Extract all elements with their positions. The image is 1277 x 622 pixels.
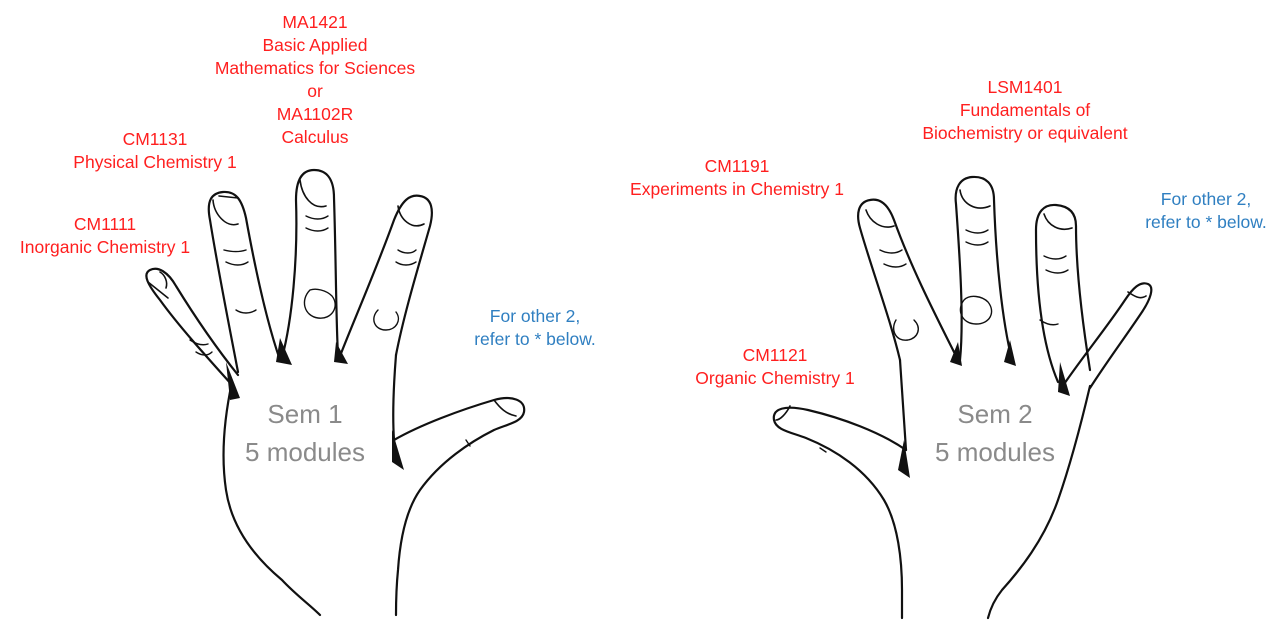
module-title: Physical Chemistry 1	[55, 151, 255, 174]
module-code: LSM1401	[905, 76, 1145, 99]
sem-title: Sem 1	[220, 395, 390, 433]
module-title-line: Mathematics for Sciences	[195, 57, 435, 80]
sem1-module-cm1111: CM1111 Inorganic Chemistry 1	[5, 213, 205, 259]
sem2-summary: Sem 2 5 modules	[910, 395, 1080, 471]
module-title-line: Basic Applied	[195, 34, 435, 57]
module-or-separator: or	[195, 80, 435, 103]
module-code: MA1421	[195, 11, 435, 34]
sem-module-count: 5 modules	[220, 433, 390, 471]
sem1-note: For other 2, refer to * below.	[450, 305, 620, 351]
note-line: For other 2,	[1135, 188, 1277, 211]
sem1-module-ma1421: MA1421 Basic Applied Mathematics for Sci…	[195, 11, 435, 149]
module-code: CM1191	[612, 155, 862, 178]
sem-title: Sem 2	[910, 395, 1080, 433]
module-title: Organic Chemistry 1	[680, 367, 870, 390]
sem2-module-cm1121: CM1121 Organic Chemistry 1	[680, 344, 870, 390]
sem2-module-lsm1401: LSM1401 Fundamentals of Biochemistry or …	[905, 76, 1145, 145]
note-line: refer to * below.	[450, 328, 620, 351]
module-title-line: Biochemistry or equivalent	[905, 122, 1145, 145]
note-line: refer to * below.	[1135, 211, 1277, 234]
sem1-summary: Sem 1 5 modules	[220, 395, 390, 471]
sem-module-count: 5 modules	[910, 433, 1080, 471]
module-title: Experiments in Chemistry 1	[612, 178, 862, 201]
module-title-alt: Calculus	[195, 126, 435, 149]
note-line: For other 2,	[450, 305, 620, 328]
module-code-alt: MA1102R	[195, 103, 435, 126]
module-title-line: Fundamentals of	[905, 99, 1145, 122]
module-title: Inorganic Chemistry 1	[5, 236, 205, 259]
module-code: CM1121	[680, 344, 870, 367]
sem2-module-cm1191: CM1191 Experiments in Chemistry 1	[612, 155, 862, 201]
module-code: CM1111	[5, 213, 205, 236]
sem2-note: For other 2, refer to * below.	[1135, 188, 1277, 234]
